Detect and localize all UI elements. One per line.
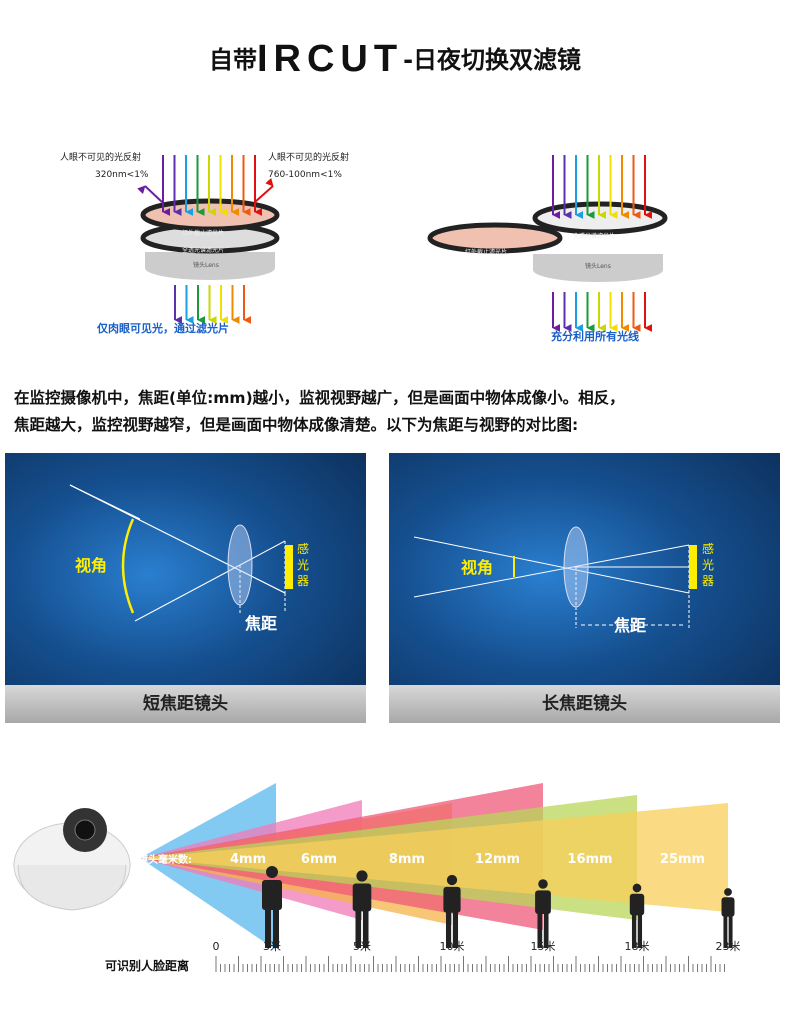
sensor — [689, 545, 697, 589]
title-ircut: IRCUT — [256, 38, 404, 80]
distance-label: 15米 — [531, 940, 556, 953]
scale-label: 可识别人脸距离 — [105, 958, 189, 973]
ir-filter-label: 红外截止滤光片 — [465, 248, 507, 256]
panel-label: 长焦距镜头 — [389, 685, 780, 723]
filter-diagrams: 人眼不可见的光反射 320nm<1% 人眼不可见的光反射 760-100nm<1… — [60, 151, 668, 343]
person-icon — [352, 870, 372, 948]
angle-label: 视角 — [461, 558, 493, 577]
sensor-label: 感 — [297, 541, 309, 556]
lens-mm-label: 6mm — [301, 852, 337, 867]
ir-filter-label: 红外截止滤光片 — [182, 229, 224, 237]
title-suffix: -日夜切换双滤镜 — [403, 46, 582, 74]
focal-label: 焦距 — [613, 616, 646, 635]
lens-mm-label: 16mm — [567, 852, 612, 867]
sensor-label: 感 — [702, 541, 714, 556]
ir-cut-filter — [427, 222, 563, 254]
person-icon — [629, 883, 645, 948]
distance-label: 5米 — [353, 940, 371, 953]
lens-prefix-label: 镜头毫米数: — [138, 853, 192, 866]
distance-label: 3米 — [263, 940, 281, 953]
description-paragraph: 在监控摄像机中，焦距(单位:mm)越小，监视视野越广，但是画面中物体成像小。相反… — [14, 385, 784, 439]
left-note-1: 人眼不可见的光反射 — [60, 151, 141, 163]
focal-range-diagram: 镜头毫米数: 4mm 6mm 8mm 12mm 16mm 25mm 0 3米 5米 10米 15米… — [13, 783, 741, 973]
paragraph-line: 在监控摄像机中，焦距(单位:mm)越小，监视视野越广，但是画面中物体成像小。相反… — [14, 389, 625, 407]
angle-label: 视角 — [75, 556, 107, 575]
distance-label: 18米 — [625, 940, 650, 953]
sensor-label: 器 — [297, 574, 309, 588]
panel-label: 短焦距镜头 — [5, 685, 366, 723]
sensor — [285, 545, 293, 589]
person-icon — [262, 866, 282, 948]
lens-mm-label: 4mm — [230, 852, 266, 867]
focal-label: 焦距 — [244, 614, 277, 633]
lens-icon — [563, 526, 589, 608]
full-filter-label: 全透光谱滤光片 — [182, 246, 224, 254]
lens-icon — [227, 524, 253, 606]
right-note-2: 760-100nm<1% — [268, 170, 342, 180]
lens-label: 镜头Lens — [193, 261, 219, 269]
right-caption: 充分利用所有光线 — [551, 329, 639, 343]
sensor-label: 光 — [297, 558, 309, 572]
lens-mm-label: 12mm — [475, 852, 520, 867]
filter-diagram-right: 镜头Lens 红外截止滤光片 全透光谱滤光片 充分利用所有光线 — [427, 155, 668, 343]
person-icon — [721, 888, 735, 948]
short-focal-panel: 视角 焦距 感 光 器 短焦距镜头 — [5, 453, 366, 723]
distance-label: 0 — [213, 940, 220, 953]
distance-ruler — [215, 956, 725, 972]
left-caption: 仅肉眼可见光，通过滤光片 — [96, 321, 229, 335]
sensor-label: 器 — [702, 574, 714, 588]
full-filter-label: 全透光谱滤光片 — [573, 232, 615, 240]
dome-camera-image — [13, 808, 131, 911]
distance-label: 10米 — [440, 940, 465, 953]
filter-diagram-left: 人眼不可见的光反射 320nm<1% 人眼不可见的光反射 760-100nm<1… — [60, 151, 349, 335]
left-note-2: 320nm<1% — [95, 170, 149, 180]
lens-mm-label: 8mm — [389, 852, 425, 867]
beam-25mm — [140, 803, 728, 912]
right-note-1: 人眼不可见的光反射 — [268, 151, 349, 163]
title-prefix: 自带 — [208, 46, 257, 74]
long-focal-panel: 视角 焦距 感 光 器 长焦距镜头 — [389, 453, 780, 723]
lens-mm-label: 25mm — [660, 852, 705, 867]
paragraph-line: 焦距越大，监控视野越窄，但是画面中物体成像清楚。以下为焦距与视野的对比图: — [14, 416, 579, 434]
person-icon — [443, 874, 461, 948]
lens-label: 镜头Lens — [585, 262, 611, 270]
person-icon — [535, 879, 551, 948]
distance-label: 23米 — [716, 940, 741, 953]
page-title: 自带IRCUT-日夜切换双滤镜 — [0, 38, 790, 81]
sensor-label: 光 — [702, 558, 714, 572]
